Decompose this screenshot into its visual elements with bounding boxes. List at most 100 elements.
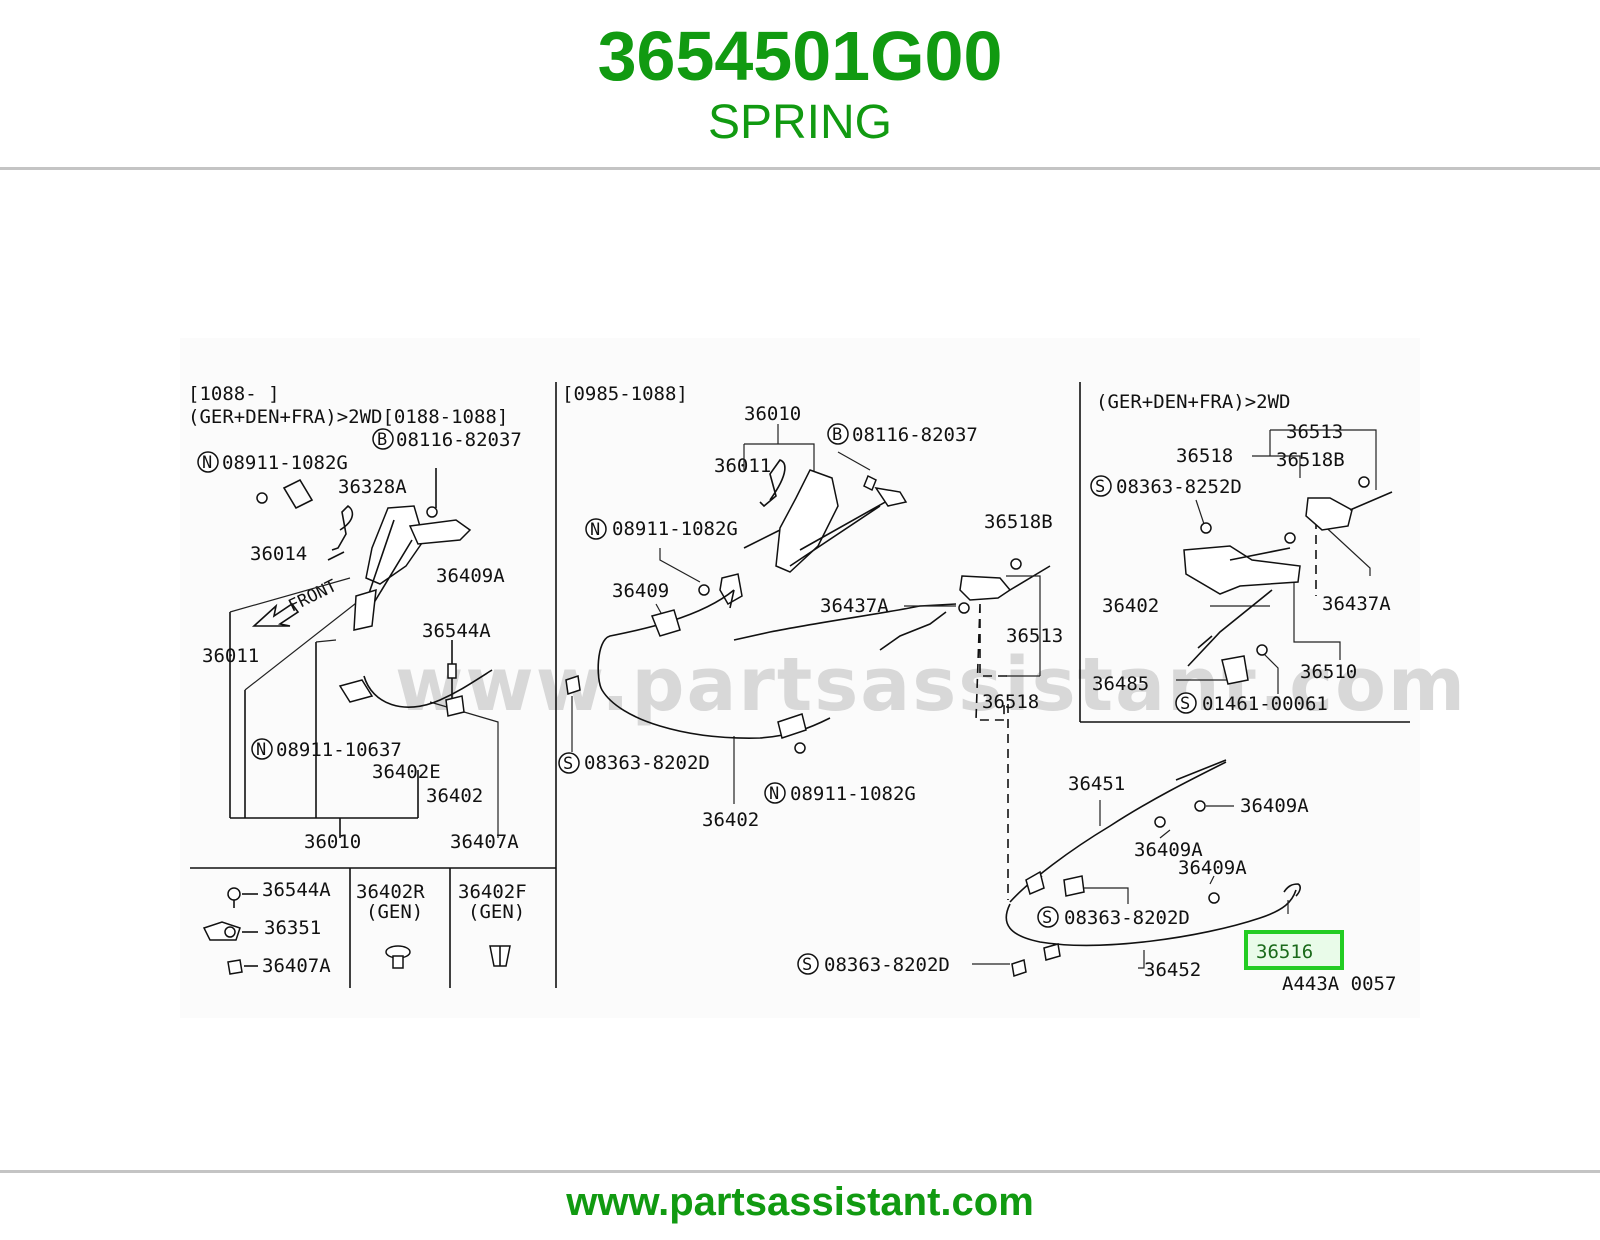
callout-36409a-rear-2: 36409A (1134, 839, 1203, 861)
callout-36518-right: 36518 (1176, 445, 1233, 467)
symbol-b-circle-left (372, 428, 394, 450)
front-arrow-icon (251, 602, 300, 627)
callout-36518-center: 36518 (982, 691, 1039, 713)
callout-36409a-rear-1: 36409A (1240, 795, 1309, 817)
symbol-n-left-1: N (202, 453, 212, 473)
center-dashed-outline (975, 603, 1008, 721)
part-number-title: 3654501G00 (597, 17, 1003, 95)
middle-bracket-36409 (650, 609, 681, 637)
left-condition-2: (GER+DEN+FRA)>2WD[0188-1088] (188, 406, 508, 428)
callout-36409-middle: 36409 (612, 580, 669, 602)
left-bolt-head (447, 663, 457, 679)
middle-cable-loop (597, 589, 831, 739)
callout-36516-highlighted[interactable]: 36516 (1256, 941, 1313, 963)
symbol-s-circle-rear-2 (797, 953, 819, 975)
middle-leader-08116 (837, 451, 871, 471)
callout-36402-right: 36402 (1102, 595, 1159, 617)
callout-08363-8252d: 08363-8252D (1116, 476, 1242, 498)
callout-08363-8202d-middle: 08363-8202D (584, 752, 710, 774)
box1-parts (202, 887, 258, 975)
callout-08363-8202d-rear-2: 08363-8202D (824, 954, 950, 976)
symbol-s-circle-right-1 (1090, 475, 1112, 497)
middle-bolt-08363 (565, 675, 581, 695)
symbol-s-rear-1: S (1042, 908, 1052, 928)
right-condition: (GER+DEN+FRA)>2WD (1096, 391, 1290, 413)
rear-cable-36452 (1005, 889, 1297, 947)
callout-36014: 36014 (250, 543, 307, 565)
symbol-n-circle-middle-1 (585, 518, 607, 540)
middle-leader-36010 (743, 424, 815, 472)
rear-bracket (1063, 875, 1085, 897)
callout-36328a: 36328A (338, 476, 407, 498)
callout-36437a-center: 36437A (820, 595, 889, 617)
callout-36010-middle: 36010 (744, 403, 801, 425)
left-leader-bracket (229, 612, 419, 838)
footer-divider (0, 1170, 1600, 1173)
right-leader-36437a (1317, 519, 1371, 576)
box2-part: 36402R (356, 881, 425, 903)
box2-note: (GEN) (366, 901, 423, 923)
center-leader-36513 (1006, 575, 1041, 677)
callout-08911-1082g-middle-bottom: 08911-1082G (790, 783, 916, 805)
highlight-box-36516[interactable] (1244, 930, 1344, 970)
center-equalizer (958, 558, 1051, 614)
callout-36451: 36451 (1068, 773, 1125, 795)
symbol-b-left: B (377, 430, 387, 450)
callout-36010-left: 36010 (304, 831, 361, 853)
callout-01461-00061: 01461-00061 (1202, 693, 1328, 715)
right-inset-assembly (1183, 476, 1393, 685)
callout-36513-right: 36513 (1286, 421, 1343, 443)
callout-36452: 36452 (1144, 959, 1201, 981)
left-clip-36407a (445, 695, 465, 717)
symbol-n-middle-2: N (769, 784, 779, 804)
right-leader-01461 (1261, 651, 1279, 694)
symbol-s-circle-rear-1 (1037, 906, 1059, 928)
callout-36011-middle: 36011 (714, 455, 771, 477)
symbol-n-circle-left-1 (197, 451, 219, 473)
rear-bolt-36409a-3 (1208, 892, 1220, 904)
rear-leader-lines (972, 800, 1234, 969)
symbol-s-right-1: S (1095, 477, 1105, 497)
diagram-background (180, 338, 1420, 1018)
symbol-b-circle-middle (827, 423, 849, 445)
left-condition-1: [1088- ] (188, 383, 280, 405)
box1-callout-36351: 36351 (264, 917, 321, 939)
symbol-n-middle-1: N (590, 520, 600, 540)
left-lever-assembly (256, 468, 472, 631)
box1-callout-36407a: 36407A (262, 955, 331, 977)
callout-36407a-left: 36407A (450, 831, 519, 853)
left-cable (363, 669, 493, 708)
callout-08911-10637: 08911-10637 (276, 739, 402, 761)
symbol-s-rear-2: S (802, 955, 812, 975)
symbol-n-circle-middle-2 (764, 782, 786, 804)
symbol-n-left-2: N (256, 740, 266, 760)
symbol-b-middle: B (832, 425, 842, 445)
symbol-s-middle: S (563, 754, 573, 774)
middle-nut-08911 (794, 742, 806, 754)
callout-36544a-left: 36544A (422, 620, 491, 642)
rear-cable-clip (1025, 870, 1045, 896)
box3-note: (GEN) (468, 901, 525, 923)
symbol-s-circle-right-2 (1175, 692, 1197, 714)
callout-36518b-center: 36518B (984, 511, 1053, 533)
rear-bolt-36409a-1 (1194, 800, 1206, 812)
box3-part: 36402F (458, 881, 527, 903)
middle-lever-assembly (698, 459, 908, 606)
box1-callout-36544a: 36544A (262, 879, 331, 901)
callout-08363-8202d-rear-1: 08363-8202D (1064, 907, 1190, 929)
figure-code: A443A 0057 (1282, 973, 1396, 995)
callout-36485: 36485 (1092, 673, 1149, 695)
symbol-s-circle-middle (558, 752, 580, 774)
middle-adjuster-rod (879, 611, 947, 651)
callout-36402e: 36402E (372, 761, 441, 783)
callout-36510: 36510 (1300, 661, 1357, 683)
middle-condition: [0985-1088] (562, 383, 688, 405)
callout-36402-middle: 36402 (702, 809, 759, 831)
callout-36437a-right: 36437A (1322, 593, 1391, 615)
footer-site-link[interactable]: www.partsassistant.com (566, 1180, 1034, 1224)
callout-36518b-right: 36518B (1276, 449, 1345, 471)
box2-clip-icon (385, 945, 411, 969)
callout-08911-1082g-middle-top: 08911-1082G (612, 518, 738, 540)
header-divider (0, 167, 1600, 170)
